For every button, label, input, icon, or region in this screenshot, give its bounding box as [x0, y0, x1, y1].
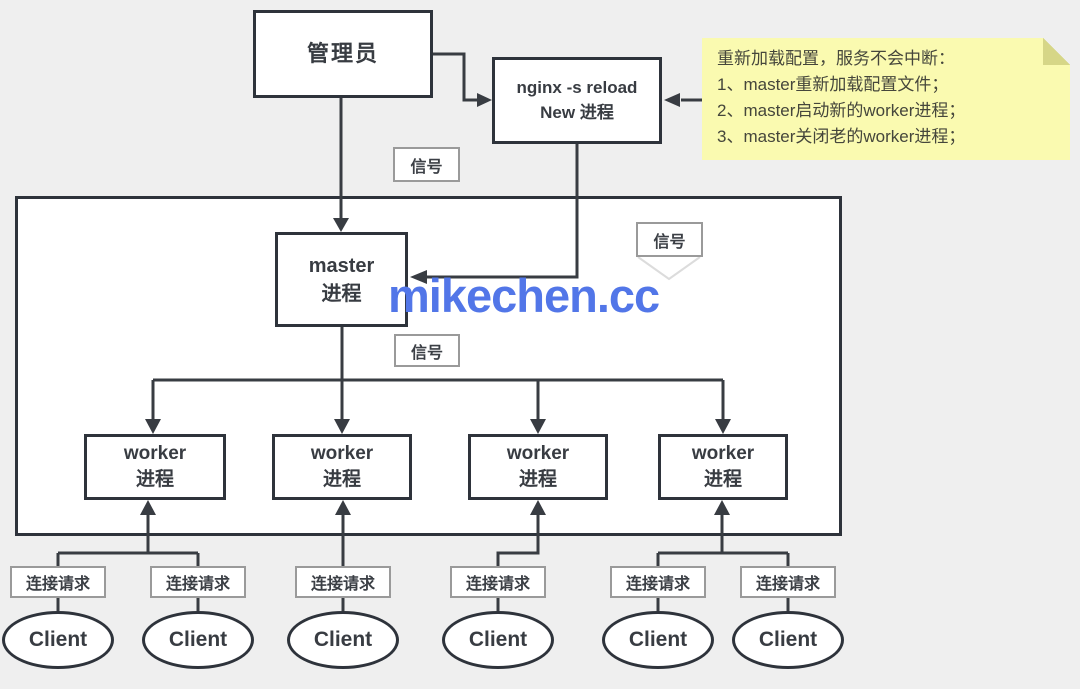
- client-ellipse-1: Client: [2, 611, 114, 669]
- reload-new-process: New 进程: [540, 102, 614, 122]
- admin-label: 管理员: [306, 41, 379, 67]
- reload-command: nginx -s reload: [516, 77, 638, 97]
- connector-reload-to-master: [427, 144, 579, 279]
- conn-request-label-3: 连接请求: [295, 566, 391, 598]
- sticky-note: 重新加载配置，服务不会中断： 1、master重新加载配置文件； 2、maste…: [702, 38, 1070, 160]
- signal-label-right: 信号: [636, 222, 703, 257]
- reload-box: nginx -s reload New 进程: [492, 57, 662, 144]
- client-ellipse-5: Client: [602, 611, 714, 669]
- client-ellipse-3: Client: [287, 611, 399, 669]
- worker-process-box-1: worker 进程: [84, 434, 226, 500]
- conn-request-label-5: 连接请求: [610, 566, 706, 598]
- master-process-box: master 进程: [275, 232, 408, 327]
- note-item: 2、master启动新的worker进程；: [717, 101, 966, 120]
- client-ellipse-2: Client: [142, 611, 254, 669]
- conn-request-label-4: 连接请求: [450, 566, 546, 598]
- conn-request-label-1: 连接请求: [10, 566, 106, 598]
- connector-master-to-workers: [151, 327, 725, 420]
- conn-request-label-2: 连接请求: [150, 566, 246, 598]
- signal-label-top: 信号: [393, 147, 460, 182]
- signal-label-bottom: 信号: [394, 334, 460, 367]
- client-ellipse-6: Client: [732, 611, 844, 669]
- note-item: 1、master重新加载配置文件；: [717, 75, 949, 94]
- worker-process-box-2: worker 进程: [272, 434, 412, 500]
- arrowheads: [140, 93, 731, 515]
- callout-pointer: [637, 256, 701, 281]
- note-fold-icon: [1043, 38, 1070, 65]
- conn-request-label-6: 连接请求: [740, 566, 836, 598]
- watermark: mikechen.cc: [388, 269, 660, 322]
- note-title: 重新加载配置，服务不会中断：: [717, 49, 955, 68]
- worker-process-box-3: worker 进程: [468, 434, 608, 500]
- connector-admin-to-reload: [433, 52, 477, 102]
- admin-box: 管理员: [253, 10, 433, 98]
- note-item: 3、master关闭老的worker进程；: [717, 127, 966, 146]
- worker-process-box-4: worker 进程: [658, 434, 788, 500]
- client-ellipse-4: Client: [442, 611, 554, 669]
